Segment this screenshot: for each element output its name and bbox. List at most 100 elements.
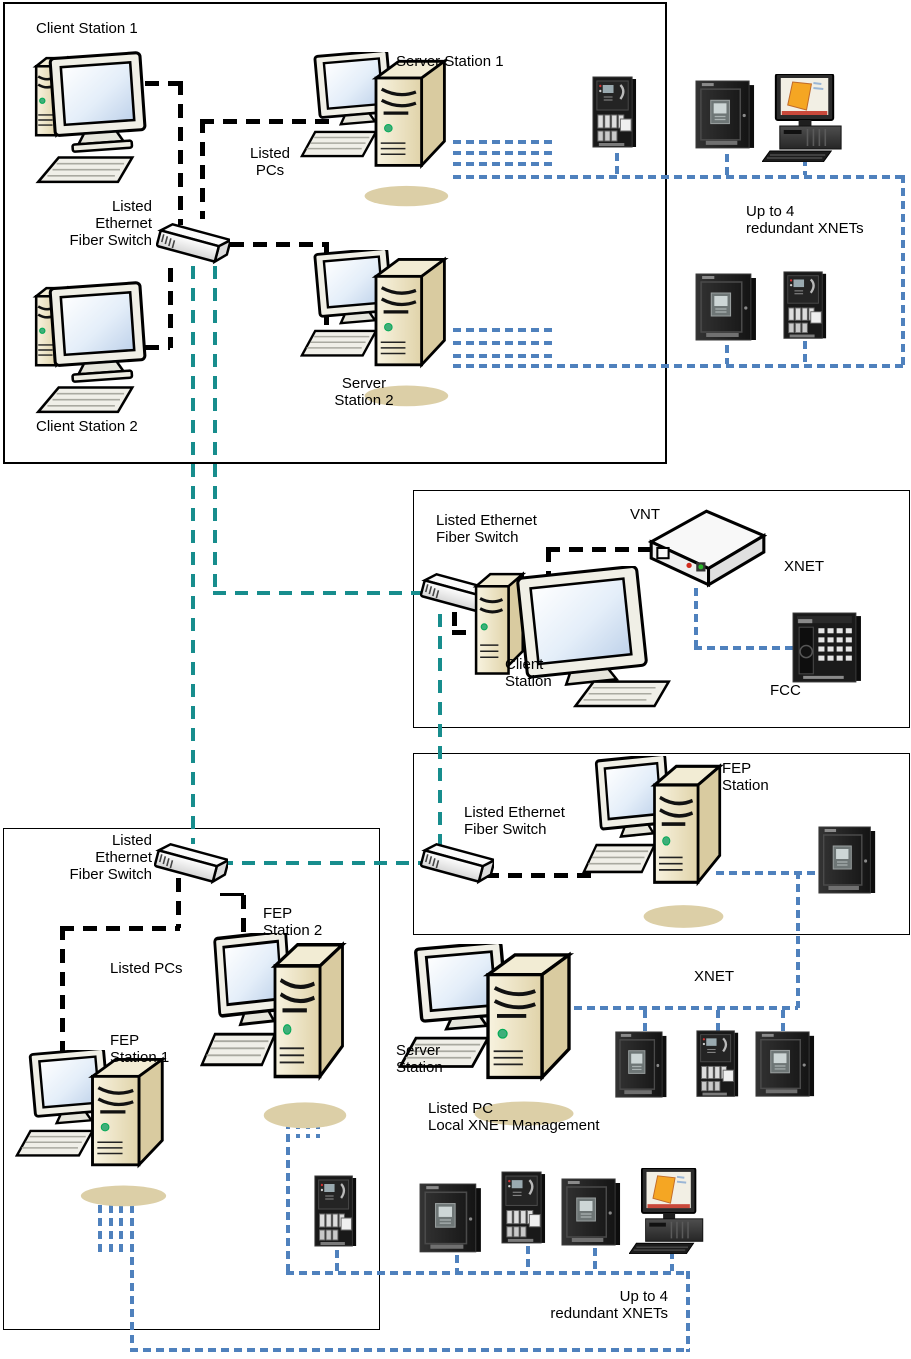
xnet-link (130, 1348, 690, 1352)
client-station-1-label: Client Station 1 (36, 20, 138, 37)
fep-group-border (413, 753, 910, 935)
xnet-link (796, 871, 800, 1008)
xnet-link (453, 151, 553, 155)
fiber-switch-label: Listed Ethernet Fiber Switch (69, 832, 152, 883)
xnet-link (901, 175, 905, 366)
xnet-link (716, 871, 820, 875)
ethernet-fiber-switch-icon (156, 218, 230, 270)
fiber-link (213, 266, 217, 595)
fcc-group-border (413, 490, 910, 728)
fiber-link (191, 266, 195, 844)
fep-station-2-label: FEP Station 2 (263, 905, 323, 939)
lan-link (176, 878, 181, 928)
workstation-icon (629, 1168, 712, 1254)
fire-panel-closed-icon (614, 1030, 669, 1103)
listed-pcs-label: Listed PCs (249, 145, 291, 179)
fiber-switch-label: Listed Ethernet Fiber Switch (69, 198, 152, 249)
client-station-2-pc-icon (28, 278, 166, 420)
lan-link (241, 895, 246, 948)
xnet-link (453, 341, 553, 345)
ethernet-fiber-switch-icon (420, 838, 494, 890)
client-station-1-pc-icon (28, 48, 166, 190)
listed-pcs-label: Listed PCs (110, 960, 183, 977)
xnet-link (694, 646, 795, 650)
lan-link (546, 547, 652, 552)
xnet-link (130, 1205, 134, 1352)
xnet-link (574, 1006, 798, 1010)
xnet-link (109, 1205, 113, 1253)
lan-link (178, 81, 183, 225)
client-station-pc-icon (470, 566, 688, 708)
fcc-panel-icon (791, 611, 864, 686)
xnet-link (453, 354, 553, 358)
top-redundant-group-border (3, 2, 667, 464)
lan-link (60, 926, 65, 1112)
xnet-link (453, 140, 553, 144)
fire-panel-open-icon (500, 1170, 547, 1249)
server-station-label: Server Station (396, 1042, 443, 1076)
fiber-link (220, 861, 424, 865)
fiber-link (213, 591, 424, 595)
fire-panel-closed-icon (694, 79, 757, 154)
redundant-xnets-note: Up to 4 redundant XNETs (550, 1288, 668, 1322)
fire-panel-closed-icon (694, 272, 759, 346)
lan-link (122, 81, 182, 86)
xnet-link (286, 1271, 688, 1275)
lan-link (168, 268, 173, 348)
fire-panel-open-icon (591, 75, 638, 153)
fep-station-1-label: FEP Station 1 (110, 1032, 170, 1066)
xnet-label: XNET (784, 558, 825, 575)
vnt-label: VNT (630, 506, 660, 523)
xnet-link (453, 328, 553, 332)
lan-link (122, 345, 170, 350)
xnet-link (455, 1255, 459, 1271)
lan-link (220, 893, 244, 896)
fire-panel-open-icon (782, 270, 828, 344)
fire-panel-open-icon (695, 1029, 740, 1102)
xnet-link (453, 364, 905, 368)
xnet-label: XNET (694, 968, 735, 985)
fep-station-label: FEP Station (722, 760, 769, 794)
xnet-link (670, 1251, 674, 1271)
xnet-link (725, 154, 729, 175)
client-station-label: Client Station (505, 656, 552, 690)
server-station-2-label: Server Station 2 (334, 375, 394, 409)
fep-station-pc-icon (582, 756, 727, 932)
xnet-link (286, 1108, 290, 1273)
fiber-switch-label: Listed Ethernet Fiber Switch (464, 804, 565, 838)
fep-station-1-pc-icon (15, 1050, 170, 1210)
lan-link (230, 242, 327, 247)
xnet-link (643, 1010, 647, 1034)
fire-panel-closed-icon (418, 1182, 484, 1258)
local-xnet-management-note: Listed PC Local XNET Management (428, 1100, 600, 1134)
fiber-switch-label: Listed Ethernet Fiber Switch (436, 512, 537, 546)
ethernet-fiber-switch-icon (154, 838, 228, 890)
redundant-xnets-note: Up to 4 redundant XNETs (746, 203, 864, 237)
xnet-link (686, 1271, 690, 1352)
xnet-link (335, 1250, 339, 1271)
fire-panel-closed-icon (754, 1030, 817, 1102)
xnet-link (694, 588, 698, 648)
xnet-link (716, 1010, 720, 1033)
client-station-2-label: Client Station 2 (36, 418, 138, 435)
lan-link (452, 612, 457, 634)
lan-link (200, 119, 330, 124)
xnet-link (803, 158, 807, 175)
lan-link (485, 873, 597, 878)
server-station-1-label: Server Station 1 (396, 53, 504, 70)
xnet-link (615, 153, 619, 175)
xnet-link (526, 1246, 530, 1271)
xnet-link (119, 1205, 123, 1253)
xnet-link (593, 1248, 597, 1271)
xnet-link (453, 175, 905, 179)
xnet-link (781, 1010, 785, 1034)
fcc-label: FCC (770, 682, 801, 699)
lan-link (200, 119, 205, 219)
workstation-icon (762, 74, 851, 162)
fep-station-2-pc-icon (200, 933, 350, 1133)
xnet-link (453, 162, 553, 166)
fiber-link (438, 614, 442, 846)
xnet-link (725, 345, 729, 364)
xnet-link (803, 341, 807, 364)
